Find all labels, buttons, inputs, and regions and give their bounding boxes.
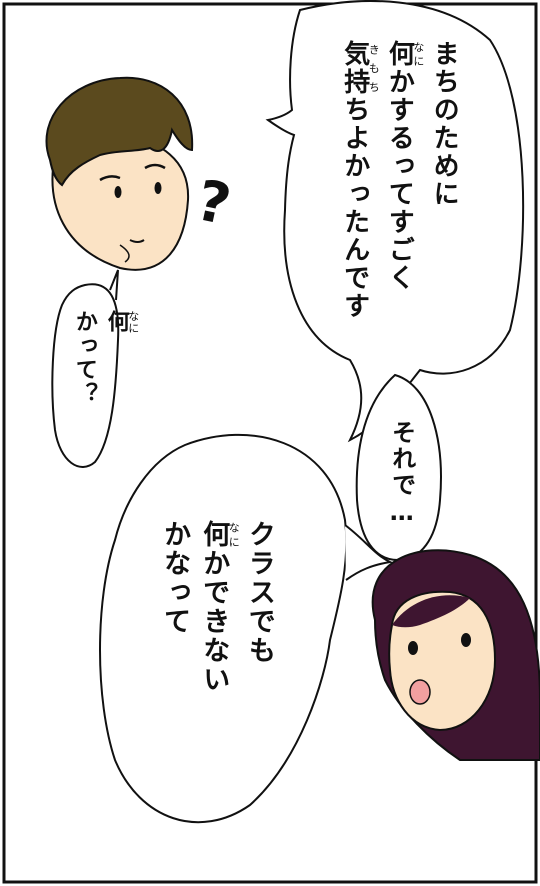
girl-mouth xyxy=(409,679,431,705)
girl-character xyxy=(371,549,540,761)
girl-eye-left xyxy=(408,641,418,655)
speech-line: クラスでも xyxy=(243,520,275,665)
boy-mouth xyxy=(129,239,145,243)
speech-text-top: まちのために 何なにかするってすごく 気持きもちちよかったんです xyxy=(335,40,462,320)
speech-line: かって？ xyxy=(71,310,97,406)
speech-text-left: 何なに かって？ xyxy=(68,310,140,406)
speech-bubble-left xyxy=(51,283,120,468)
speech-bubble-bottom xyxy=(99,433,348,824)
speech-line: 気持きもちちよかったんです xyxy=(339,40,381,320)
speech-bubble-top xyxy=(265,0,525,443)
boy-eye-right xyxy=(154,182,162,194)
speech-line: それで… xyxy=(387,420,416,528)
boy-eye-left xyxy=(114,186,122,198)
speech-text-middle: それで… xyxy=(384,420,419,528)
girl-bangs xyxy=(392,595,470,628)
boy-brow-right xyxy=(144,163,166,170)
boy-chin-line xyxy=(119,244,130,263)
boy-hair xyxy=(45,76,194,187)
speech-line: 何なに xyxy=(103,310,140,334)
speech-line: かなって xyxy=(159,520,191,636)
bubble-tail-bottom xyxy=(344,524,394,581)
speech-text-bottom: クラスでも 何なにかできない かなって xyxy=(155,520,279,694)
boy-character xyxy=(45,76,194,271)
speech-line: 何なにかするってすごく xyxy=(384,40,425,292)
girl-eye-right xyxy=(461,633,471,647)
speech-line: 何なにかできない xyxy=(198,520,241,694)
bubble-tail-left xyxy=(109,269,119,301)
speech-line: まちのために xyxy=(429,40,460,208)
boy-brow-left xyxy=(99,175,121,182)
